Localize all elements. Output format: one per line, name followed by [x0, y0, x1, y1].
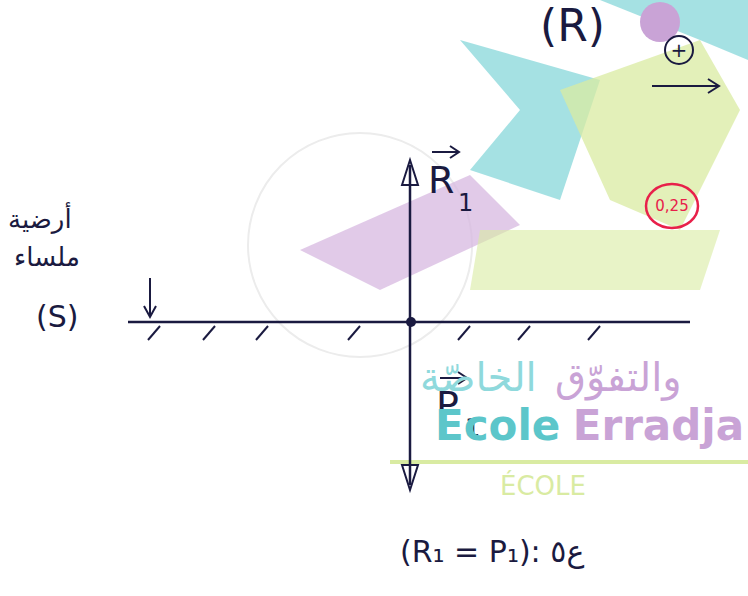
- body-label: (R): [540, 2, 605, 50]
- force-symbol: R: [428, 160, 454, 202]
- surface-label: أرضية: [8, 205, 72, 234]
- equality-note: (R₁ = P₁): ع٥: [400, 535, 584, 568]
- watermark-text: Erradja: [573, 403, 744, 449]
- watermark-text: والتفوّق: [555, 355, 682, 399]
- positive-sign: +: [671, 39, 688, 61]
- surface-label: ملساء: [14, 243, 80, 272]
- watermark-text: الخاصّة: [420, 355, 537, 399]
- watermark-text: Ecole: [435, 403, 560, 449]
- surface-name: (S): [36, 300, 78, 333]
- watermark-text: ÉCOLE: [500, 472, 586, 501]
- grade-mark: 0,25: [655, 198, 688, 215]
- force-index: 1: [458, 190, 473, 216]
